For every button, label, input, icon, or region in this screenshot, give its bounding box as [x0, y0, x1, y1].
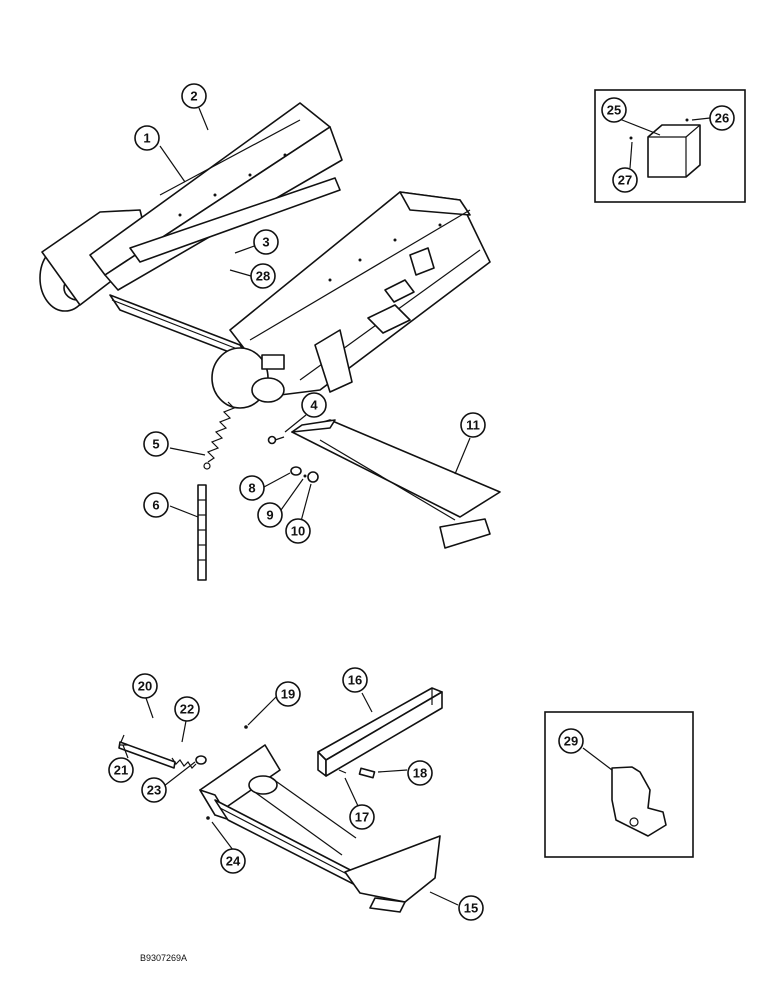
- callout-28: 28: [250, 263, 276, 289]
- inset-box-weight: [594, 89, 746, 203]
- callout-6: 6: [143, 492, 169, 518]
- right-mount-plate: [344, 835, 441, 903]
- compression-spring: [171, 757, 197, 769]
- callout-24: 24: [220, 848, 246, 874]
- pin-hole: [629, 136, 633, 140]
- right-frame-top: [399, 191, 471, 216]
- upper-frame-assembly: [39, 102, 491, 409]
- callout-10: 10: [285, 518, 311, 544]
- callout-23: 23: [141, 777, 167, 803]
- callout-3: 3: [253, 229, 279, 255]
- support-plate: [291, 419, 501, 549]
- drive-chain: [197, 484, 207, 581]
- svg-text:26: 26: [715, 111, 729, 126]
- chain-strand: [197, 484, 207, 581]
- callout-16: 16: [342, 667, 368, 693]
- svg-text:4: 4: [310, 398, 318, 413]
- svg-text:19: 19: [281, 687, 295, 702]
- right-mount-foot: [369, 897, 406, 913]
- svg-text:3: 3: [262, 235, 269, 250]
- right-roller-bore: [251, 377, 285, 403]
- left-beam-flange: [104, 126, 343, 291]
- roller-end: [248, 775, 278, 795]
- washer: [290, 466, 302, 476]
- cotter-pin: [120, 734, 125, 743]
- svg-text:21: 21: [114, 763, 128, 778]
- frame-bracket-mid: [384, 279, 415, 303]
- callout-8: 8: [239, 475, 265, 501]
- angle-bar-side: [325, 691, 443, 777]
- mounting-hardware: [267, 435, 319, 483]
- callout-4: 4: [301, 392, 327, 418]
- frame-bracket-lower: [367, 304, 411, 334]
- lower-frame-assembly: [199, 687, 443, 913]
- svg-text:17: 17: [355, 810, 369, 825]
- hub-bracket: [261, 354, 285, 370]
- callout-1: 1: [134, 125, 160, 151]
- frame-bracket-upper: [409, 247, 435, 276]
- lock-washer: [303, 474, 307, 478]
- counterweight-block: [647, 124, 701, 178]
- callouts: 1 2 3 28 4 5 6 8 9 10 11 25 26 27 16 19 …: [108, 83, 735, 921]
- tension-spring: [203, 401, 236, 470]
- screw-head: [685, 118, 689, 122]
- svg-text:8: 8: [248, 481, 255, 496]
- svg-text:11: 11: [466, 418, 480, 433]
- svg-text:15: 15: [464, 901, 478, 916]
- callout-20: 20: [132, 673, 158, 699]
- svg-text:9: 9: [266, 508, 273, 523]
- inset-box-shim: [544, 711, 694, 858]
- roll-pin: [338, 769, 347, 774]
- svg-text:16: 16: [348, 673, 362, 688]
- callout-15: 15: [458, 895, 484, 921]
- callout-11: 11: [460, 412, 486, 438]
- svg-text:5: 5: [152, 437, 159, 452]
- nut: [307, 471, 319, 483]
- rod-washer: [195, 755, 207, 765]
- svg-text:28: 28: [256, 269, 270, 284]
- shim-plate: [611, 766, 667, 837]
- svg-text:24: 24: [226, 854, 241, 869]
- rod-assembly: [118, 725, 376, 820]
- svg-text:23: 23: [147, 783, 161, 798]
- callout-19: 19: [275, 681, 301, 707]
- svg-text:29: 29: [564, 734, 578, 749]
- svg-text:18: 18: [413, 766, 427, 781]
- nut-small: [206, 816, 210, 820]
- rivet: [244, 725, 248, 729]
- left-angle-channel: [129, 177, 341, 263]
- tension-rod: [118, 741, 176, 769]
- callout-27: 27: [612, 167, 638, 193]
- callout-29: 29: [558, 728, 584, 754]
- callout-2: 2: [181, 83, 207, 109]
- support-plate-rear-lip: [439, 518, 491, 549]
- leader-lines: [122, 107, 711, 906]
- svg-text:20: 20: [138, 679, 152, 694]
- callout-17: 17: [349, 804, 375, 830]
- callout-18: 18: [407, 760, 433, 786]
- support-plate-front-lip: [291, 419, 336, 433]
- pin-18: [358, 767, 376, 779]
- svg-text:1: 1: [143, 131, 150, 146]
- drop-bracket: [314, 329, 353, 393]
- svg-text:27: 27: [618, 173, 632, 188]
- svg-text:10: 10: [291, 524, 305, 539]
- angle-bar-top: [317, 687, 443, 761]
- svg-text:25: 25: [607, 103, 621, 118]
- bolt-head: [267, 435, 277, 445]
- svg-text:2: 2: [190, 89, 197, 104]
- callout-26: 26: [709, 105, 735, 131]
- callout-21: 21: [108, 757, 134, 783]
- callout-5: 5: [143, 431, 169, 457]
- callout-25: 25: [601, 97, 627, 123]
- drawing-code: B9307269A: [140, 953, 187, 963]
- callout-22: 22: [174, 696, 200, 722]
- svg-text:22: 22: [180, 702, 194, 717]
- left-side-beam: [89, 102, 331, 276]
- svg-text:6: 6: [152, 498, 159, 513]
- callout-9: 9: [257, 502, 283, 528]
